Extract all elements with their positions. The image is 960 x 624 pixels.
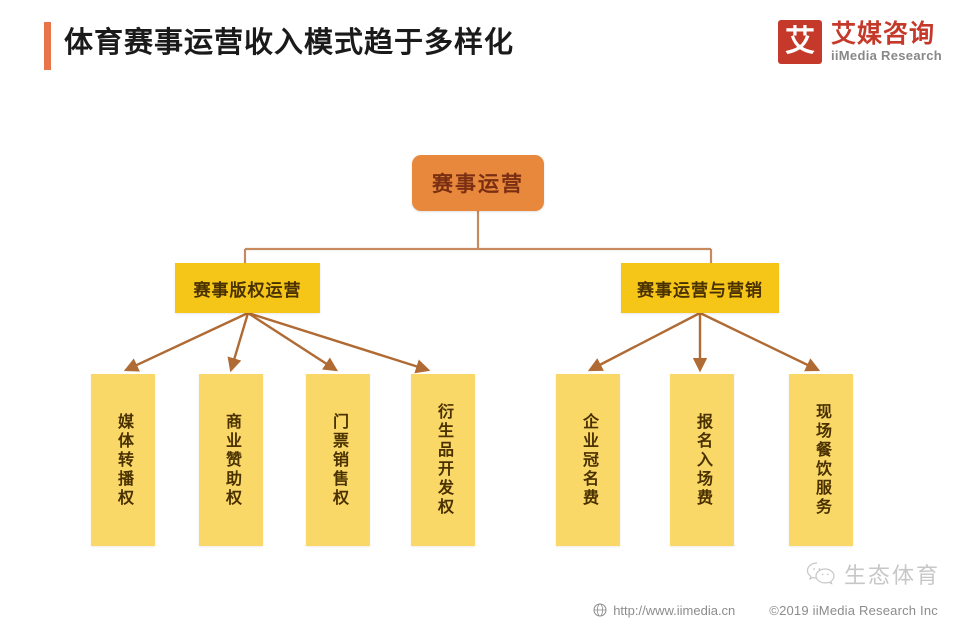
tree-node-leaf-registration-admission-fee[interactable]: 报名入场费	[670, 374, 734, 546]
tree-node-leaf-onsite-catering-service[interactable]: 现场餐饮服务	[789, 374, 853, 546]
page-footer: http://www.iimedia.cn ©2019 iiMedia Rese…	[0, 596, 960, 624]
page-title: 体育赛事运营收入模式趋于多样化	[64, 27, 515, 59]
logo-name-cn: 艾媒咨询	[830, 19, 935, 48]
logo-text: 艾媒咨询 iiMedia Research	[830, 19, 942, 64]
wechat-watermark: 生态体育	[806, 558, 940, 590]
page-header: 体育赛事运营收入模式趋于多样化 艾 艾媒咨询 iiMedia Research	[0, 0, 960, 92]
tree-node-leaf-media-broadcast-rights[interactable]: 媒体转播权	[91, 374, 155, 546]
logo-name-en: iiMedia Research	[830, 47, 942, 63]
footer-site[interactable]: http://www.iimedia.cn	[593, 603, 735, 618]
tree-node-leaf-ticket-sales-rights[interactable]: 门票销售权	[306, 374, 370, 546]
title-accent-bar	[44, 22, 51, 70]
tree-node-leaf-derivative-development-rights[interactable]: 衍生品开发权	[411, 374, 475, 546]
footer-site-url: http://www.iimedia.cn	[613, 602, 736, 618]
footer-copyright: ©2019 iiMedia Research Inc	[769, 602, 938, 618]
tree-node-branch-0[interactable]: 赛事版权运营	[175, 263, 320, 313]
logo-mark-icon: 艾	[777, 20, 822, 64]
wechat-icon	[806, 562, 835, 585]
watermark-text: 生态体育	[843, 563, 940, 588]
tree-node-leaf-corporate-naming-fee[interactable]: 企业冠名费	[556, 374, 620, 546]
iimedia-logo: 艾 艾媒咨询 iiMedia Research	[777, 19, 942, 64]
globe-icon	[593, 603, 607, 617]
tree-node-root[interactable]: 赛事运营	[412, 155, 544, 211]
tree-node-branch-1[interactable]: 赛事运营与营销	[621, 263, 779, 313]
tree-node-leaf-commercial-sponsorship-rights[interactable]: 商业赞助权	[199, 374, 263, 546]
